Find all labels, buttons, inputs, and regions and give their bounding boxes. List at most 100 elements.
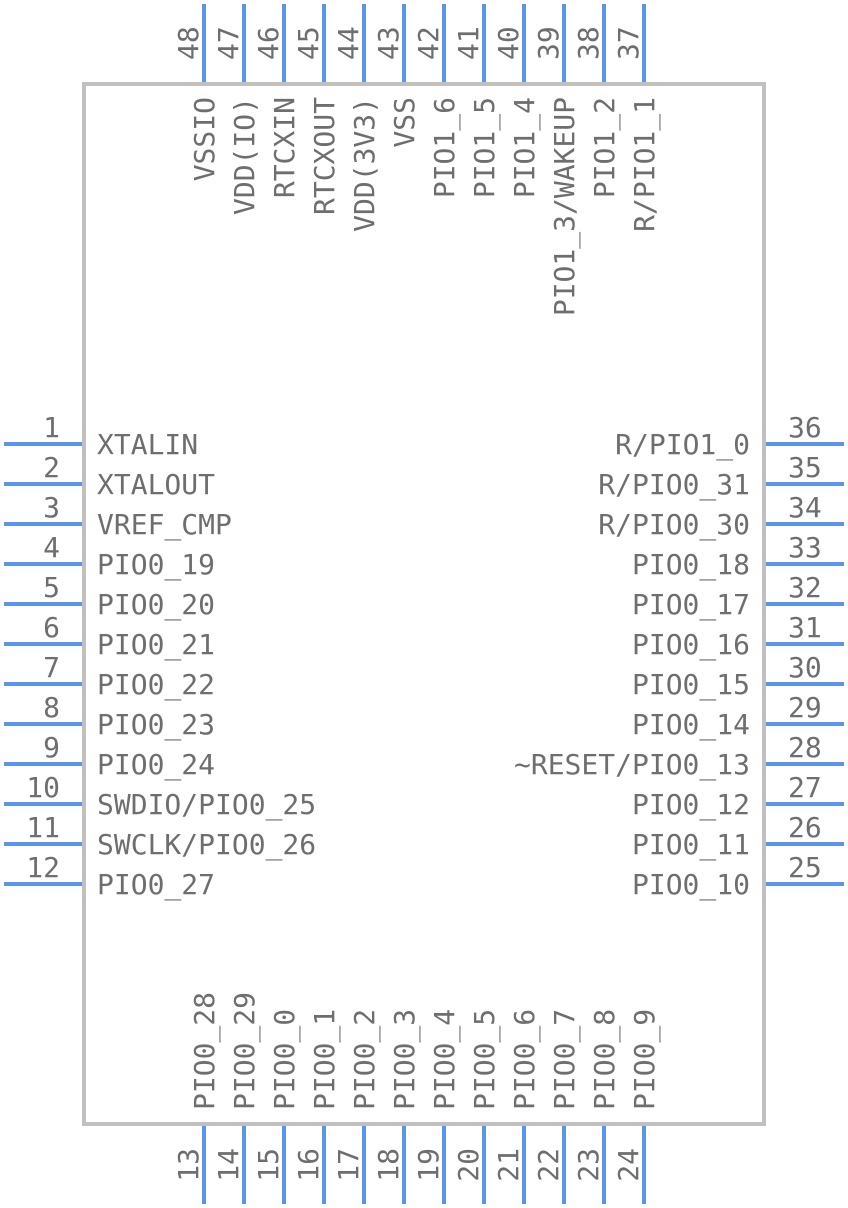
pin-name-6: PIO0_21 [97,628,215,662]
pin-number-46: 46 [252,26,285,60]
pin-name-9: PIO0_24 [97,748,215,782]
pin-number-8: 8 [43,691,60,724]
pin-number-45: 45 [292,26,325,60]
pin-name-44: VDD(3V3) [348,97,381,232]
pin-number-13: 13 [172,1148,205,1182]
pin-number-4: 4 [43,531,60,564]
pin-number-2: 2 [43,451,60,484]
pin-number-24: 24 [612,1148,645,1182]
pin-name-12: PIO0_27 [97,868,215,902]
pin-name-4: PIO0_19 [97,548,215,582]
pin-name-32: PIO0_17 [632,588,750,622]
pin-number-33: 33 [788,531,822,564]
pin-number-39: 39 [532,26,565,60]
pin-number-12: 12 [26,851,60,884]
pin-name-16: PIO0_1 [308,1009,342,1110]
pin-number-15: 15 [252,1148,285,1182]
pin-number-11: 11 [26,811,60,844]
pin-number-37: 37 [612,26,645,60]
pin-number-35: 35 [788,451,822,484]
pin-name-31: PIO0_16 [632,628,750,662]
pin-number-40: 40 [492,26,525,60]
pin-number-31: 31 [788,611,822,644]
pin-name-34: R/PIO0_30 [598,508,750,542]
pin-name-1: XTALIN [97,428,198,461]
pin-name-10: SWDIO/PIO0_25 [97,788,316,822]
pin-name-22: PIO0_7 [548,1009,582,1110]
pin-name-25: PIO0_10 [632,868,750,902]
pin-number-20: 20 [452,1148,485,1182]
pin-name-15: PIO0_0 [268,1009,302,1110]
pin-number-21: 21 [492,1148,525,1182]
pin-name-17: PIO0_2 [348,1009,382,1110]
pin-number-6: 6 [43,611,60,644]
pin-name-38: PIO1_2 [588,97,622,198]
pin-number-43: 43 [372,26,405,60]
pin-number-22: 22 [532,1148,565,1182]
pin-name-27: PIO0_12 [632,788,750,822]
pin-number-27: 27 [788,771,822,804]
pin-number-3: 3 [43,491,60,524]
pin-name-48: VSSIO [188,97,221,181]
pin-name-46: RTCXIN [268,97,301,198]
pin-number-41: 41 [452,26,485,60]
pin-number-10: 10 [26,771,60,804]
pin-number-44: 44 [332,26,365,60]
ic-body [82,82,766,1126]
pin-number-9: 9 [43,731,60,764]
pin-number-29: 29 [788,691,822,724]
pin-name-30: PIO0_15 [632,668,750,702]
pin-number-28: 28 [788,731,822,764]
pin-number-25: 25 [788,851,822,884]
pin-name-14: PIO0_29 [228,992,262,1110]
pin-name-37: R/PIO1_1 [628,97,662,232]
pin-name-28: ~RESET/PIO0_13 [514,748,750,782]
pin-name-47: VDD(IO) [228,97,261,215]
pin-name-21: PIO0_6 [508,1009,542,1110]
pin-number-23: 23 [572,1148,605,1182]
pin-name-2: XTALOUT [97,468,215,501]
pin-name-24: PIO0_9 [628,1009,662,1110]
pin-labels: 1XTALIN2XTALOUT3VREF_CMP4PIO0_195PIO0_20… [26,26,821,1181]
pin-name-40: PIO1_4 [508,97,542,198]
pin-name-23: PIO0_8 [588,1009,622,1110]
pin-number-26: 26 [788,811,822,844]
pin-name-18: PIO0_3 [388,1009,422,1110]
pin-name-45: RTCXOUT [308,97,341,215]
pin-number-34: 34 [788,491,822,524]
pin-number-36: 36 [788,411,822,444]
pin-number-47: 47 [212,26,245,60]
pin-number-42: 42 [412,26,445,60]
pin-name-35: R/PIO0_31 [598,468,750,502]
pin-lines [4,4,844,1204]
pin-number-48: 48 [172,26,205,60]
pin-name-36: R/PIO1_0 [615,428,750,462]
pin-number-5: 5 [43,571,60,604]
pin-number-18: 18 [372,1148,405,1182]
pin-number-1: 1 [43,411,60,444]
pin-number-7: 7 [43,651,60,684]
pin-name-43: VSS [388,97,421,148]
pin-name-42: PIO1_6 [428,97,462,198]
pin-number-19: 19 [412,1148,445,1182]
pin-number-32: 32 [788,571,822,604]
pin-number-38: 38 [572,26,605,60]
pin-name-11: SWCLK/PIO0_26 [97,828,316,862]
pin-name-39: PIO1_3/WAKEUP [548,97,582,316]
pin-name-13: PIO0_28 [188,992,222,1110]
pin-name-41: PIO1_5 [468,97,502,198]
pin-number-30: 30 [788,651,822,684]
pin-name-8: PIO0_23 [97,708,215,742]
pin-name-19: PIO0_4 [428,1009,462,1110]
pin-name-33: PIO0_18 [632,548,750,582]
pin-name-20: PIO0_5 [468,1009,502,1110]
pin-number-16: 16 [292,1148,325,1182]
pin-name-3: VREF_CMP [97,508,232,542]
pin-name-7: PIO0_22 [97,668,215,702]
pin-name-5: PIO0_20 [97,588,215,622]
pin-name-29: PIO0_14 [632,708,750,742]
pin-name-26: PIO0_11 [632,828,750,862]
pin-number-17: 17 [332,1148,365,1182]
pin-number-14: 14 [212,1148,245,1182]
